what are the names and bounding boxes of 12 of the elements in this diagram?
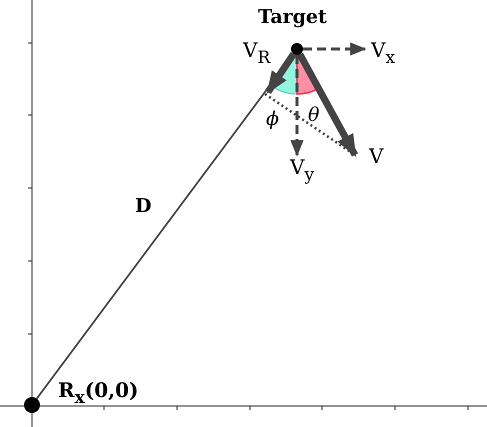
point-label: Target: [258, 6, 327, 28]
vector-label: V$_{x}$: [371, 40, 396, 67]
arrow: [303, 42, 367, 56]
vector-label: V: [369, 146, 385, 166]
arrow: [265, 52, 297, 94]
point-label: R$_{x}$(0,0): [58, 378, 138, 408]
angle-label: θ: [308, 104, 320, 126]
arrow: [296, 52, 358, 157]
vector-label: V$_{R}$: [243, 40, 272, 67]
vector-label: V$_{y}$: [290, 157, 316, 184]
arrow: [290, 55, 304, 157]
angle-label: ϕ: [266, 108, 279, 130]
